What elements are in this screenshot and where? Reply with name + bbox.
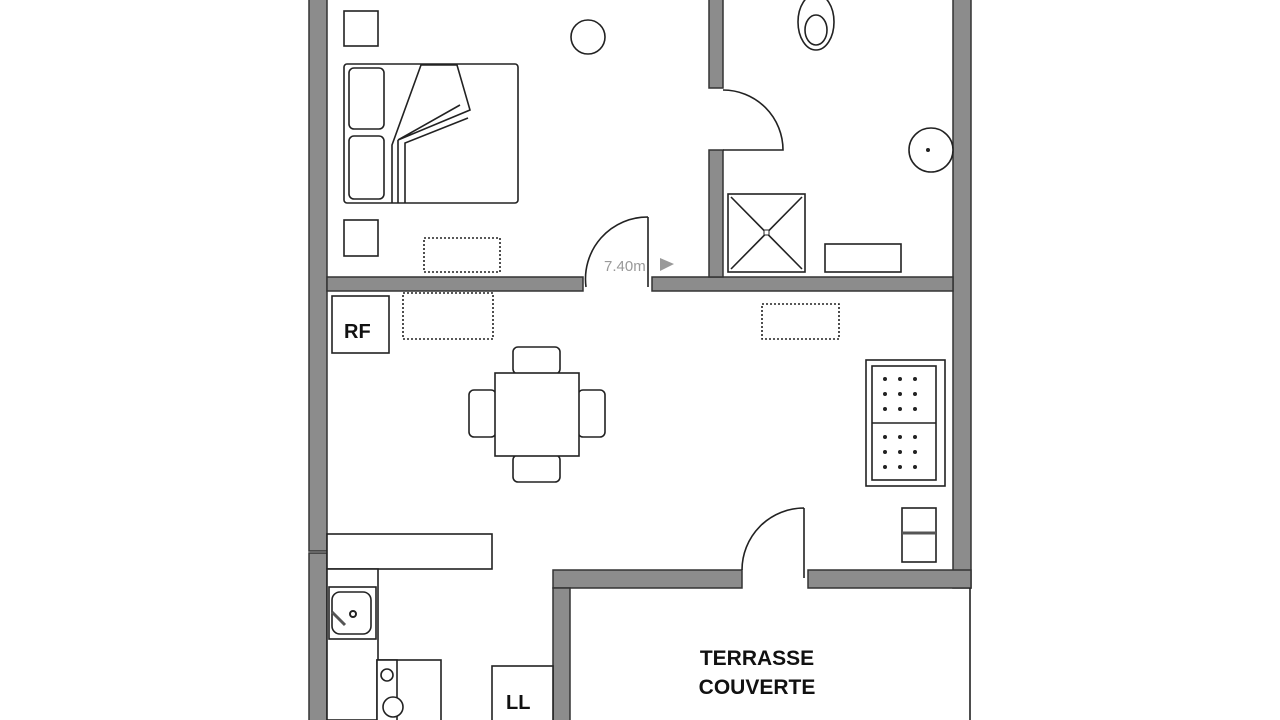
sideboard-left: [402, 292, 494, 340]
wall-left-upper: [308, 0, 328, 552]
wall-right: [952, 0, 972, 589]
wall-bedroom-bottom-right: [651, 276, 954, 292]
pillow: [348, 67, 385, 130]
bathroom: [722, 0, 954, 273]
wall-left-lower: [308, 552, 328, 720]
dresser: [423, 237, 501, 273]
double-bed: [343, 63, 519, 204]
wall-bathroom-upper: [708, 0, 724, 89]
dimension-arrow-icon: [660, 258, 674, 271]
wall-terrace-left: [552, 587, 571, 720]
terrace-label-line1: TERRASSE: [700, 647, 814, 670]
wall-terrace-top-left: [552, 569, 743, 589]
washbasin: [908, 127, 954, 173]
bedroom: 7.40m: [343, 10, 674, 288]
round-table: [570, 19, 606, 55]
terrace-door[interactable]: [741, 507, 805, 578]
bedroom-door[interactable]: [584, 216, 649, 288]
kitchen-counter-bar: [326, 533, 493, 570]
living-room: RF: [331, 292, 946, 578]
sofa: [865, 359, 946, 487]
fridge: [331, 295, 390, 354]
walls: [308, 0, 972, 720]
nightstand-top: [343, 10, 379, 47]
sideboard-right: [761, 303, 840, 340]
bathroom-door[interactable]: [722, 89, 784, 151]
dining-table: [468, 346, 606, 483]
washing-machine-label: LL: [506, 692, 530, 714]
fridge-label: RF: [344, 321, 371, 343]
kitchen: LL: [326, 533, 554, 720]
terrace-label-line2: COUVERTE: [699, 676, 816, 699]
wall-bedroom-bottom-left: [326, 276, 584, 292]
terrace: TERRASSE COUVERTE: [699, 647, 816, 699]
dimension-label: 7.40m: [604, 258, 646, 275]
bathroom-cabinet: [824, 243, 902, 273]
washing-machine: [491, 665, 554, 720]
wall-terrace-top-right: [807, 569, 972, 589]
tv-unit: [901, 507, 937, 563]
nightstand-bottom: [343, 219, 379, 257]
pillow: [348, 135, 385, 200]
shower: [727, 193, 806, 273]
wall-bathroom-lower: [708, 149, 724, 278]
